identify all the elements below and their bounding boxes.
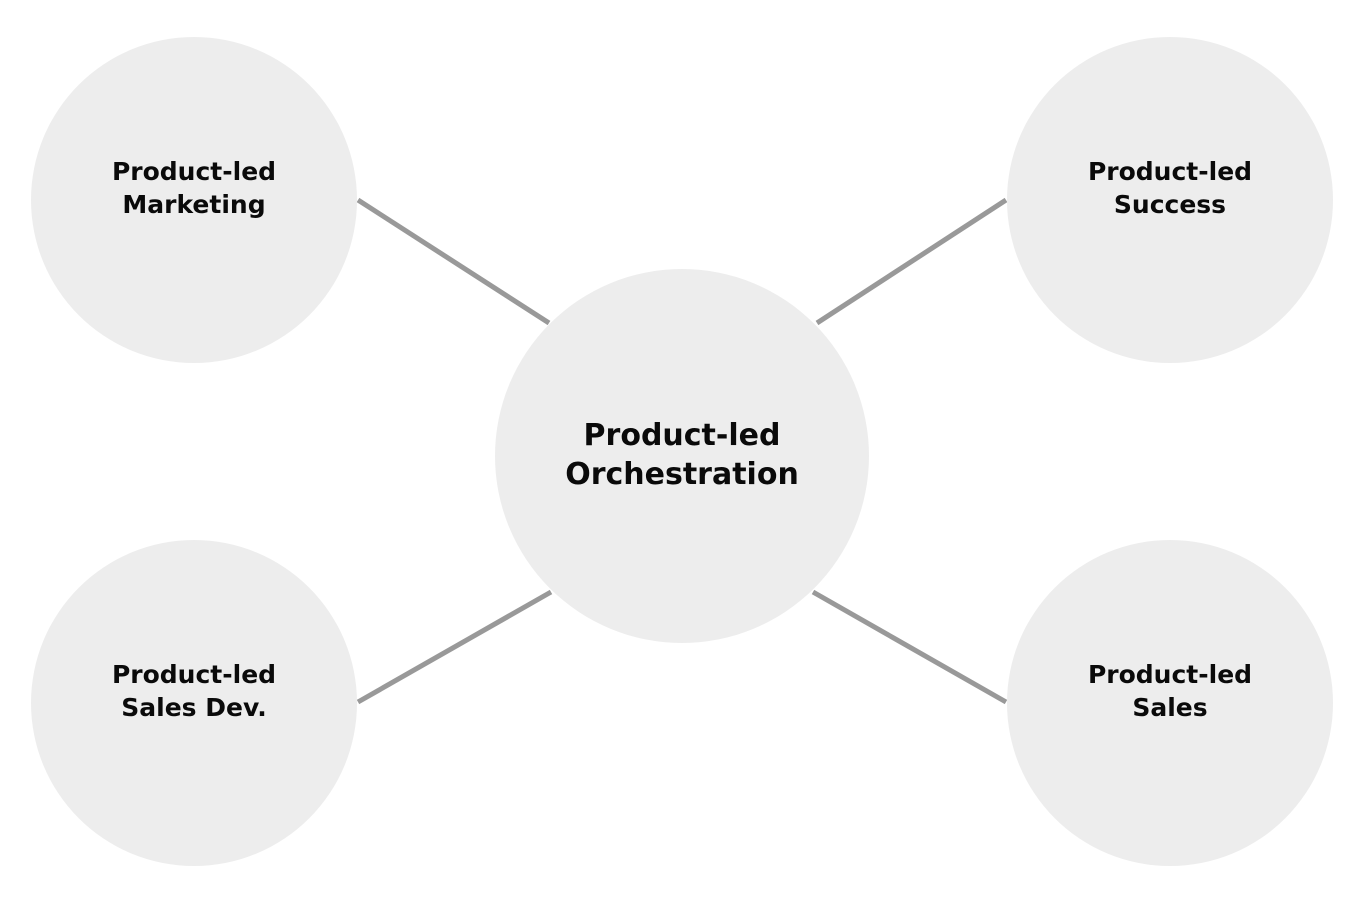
node-label: Product-led Marketing [112,155,276,221]
node-label: Product-led Sales Dev. [112,658,276,724]
node-product-led-success: Product-led Success [1007,37,1333,363]
connector-marketing [356,197,551,326]
connector-sales-dev [356,589,553,705]
node-label-line2: Orchestration [565,456,799,492]
node-label-line2: Sales [1132,693,1208,722]
node-label-line1: Product-led [111,157,277,186]
node-label-line2: Sales Dev. [121,693,267,722]
node-label: Product-led Sales [1088,658,1252,724]
node-label-line2: Success [1113,190,1227,219]
node-label-line1: Product-led [111,660,277,689]
node-label-line1: Product-led [583,417,781,453]
node-product-led-sales-dev: Product-led Sales Dev. [31,540,357,866]
node-product-led-marketing: Product-led Marketing [31,37,357,363]
connector-success [815,197,1008,326]
node-label-line1: Product-led [1087,660,1253,689]
node-label: Product-led Orchestration [565,416,799,494]
node-label: Product-led Success [1088,155,1252,221]
node-product-led-sales: Product-led Sales [1007,540,1333,866]
connector-sales [811,589,1008,705]
node-label-line1: Product-led [1087,157,1253,186]
node-label-line2: Marketing [122,190,266,219]
node-product-led-orchestration: Product-led Orchestration [495,269,869,643]
